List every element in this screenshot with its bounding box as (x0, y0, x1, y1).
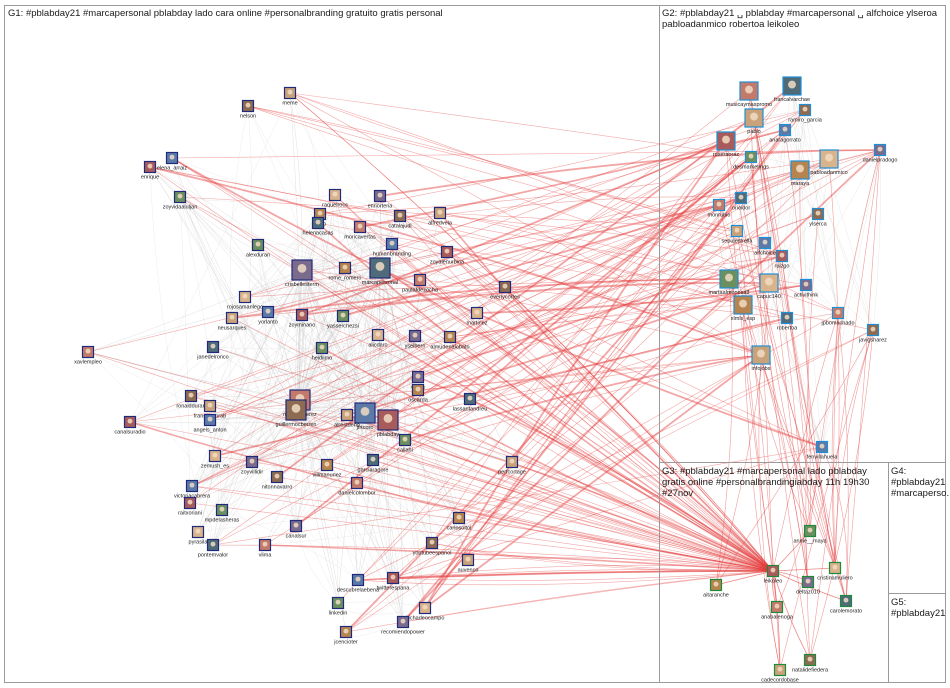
group-box-g1 (4, 5, 660, 683)
group-title-g4: G4: #pblabday21 #marcaperso...hs (891, 466, 945, 499)
group-title-g1: G1: #pblabday21 #marcapersonal pblabday … (8, 8, 648, 19)
group-box-g2 (659, 5, 946, 463)
group-title-g2: G2: #pblabday21 ␣ pblabday #marcapersona… (662, 8, 942, 30)
group-title-g5: G5: #pblabday21 (891, 597, 945, 619)
group-title-g3: G3: #pblabday21 #marcapersonal lado pbla… (662, 466, 886, 499)
